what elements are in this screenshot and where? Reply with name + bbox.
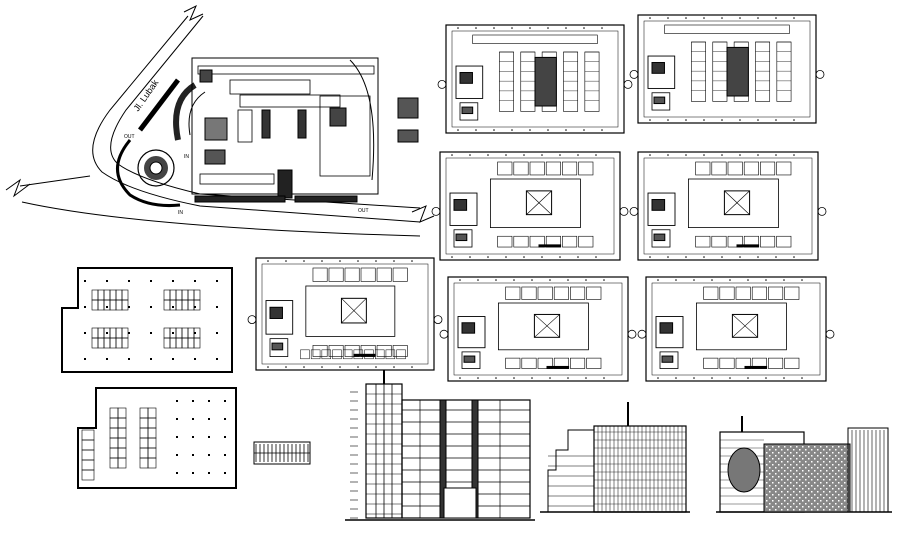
floor-plan-7 xyxy=(637,276,835,382)
site-keyplan xyxy=(397,97,419,119)
parking-plan-upper xyxy=(61,267,233,373)
rear-elevation xyxy=(716,416,892,513)
site-curved-canopy xyxy=(173,82,197,141)
parking-detail-strip xyxy=(253,441,311,465)
out-label-bottom: OUT xyxy=(358,208,369,214)
site-curved-drive xyxy=(116,139,181,207)
floor-plan-3 xyxy=(431,151,629,261)
front-elevation xyxy=(345,370,535,521)
site-roundabout xyxy=(137,149,175,187)
floor-plan-6 xyxy=(439,276,637,382)
floor-plan-4 xyxy=(629,151,827,261)
side-elevation xyxy=(540,402,690,513)
in-label-bottom: IN xyxy=(178,210,183,216)
site-plan-labels: Jl. Lubak OUT IN IN OUT xyxy=(124,77,369,216)
floor-plans xyxy=(247,14,835,382)
rear-elevation-ornament xyxy=(727,447,761,493)
floor-plan-1 xyxy=(437,24,633,134)
out-label-top: OUT xyxy=(124,134,135,140)
in-label-left: IN xyxy=(184,154,189,160)
floor-plan-5 xyxy=(247,257,443,371)
site-sign-bar xyxy=(138,78,180,132)
floor-plan-2 xyxy=(629,14,825,124)
parking-plan-lower xyxy=(77,387,237,489)
site-plan xyxy=(5,4,435,237)
